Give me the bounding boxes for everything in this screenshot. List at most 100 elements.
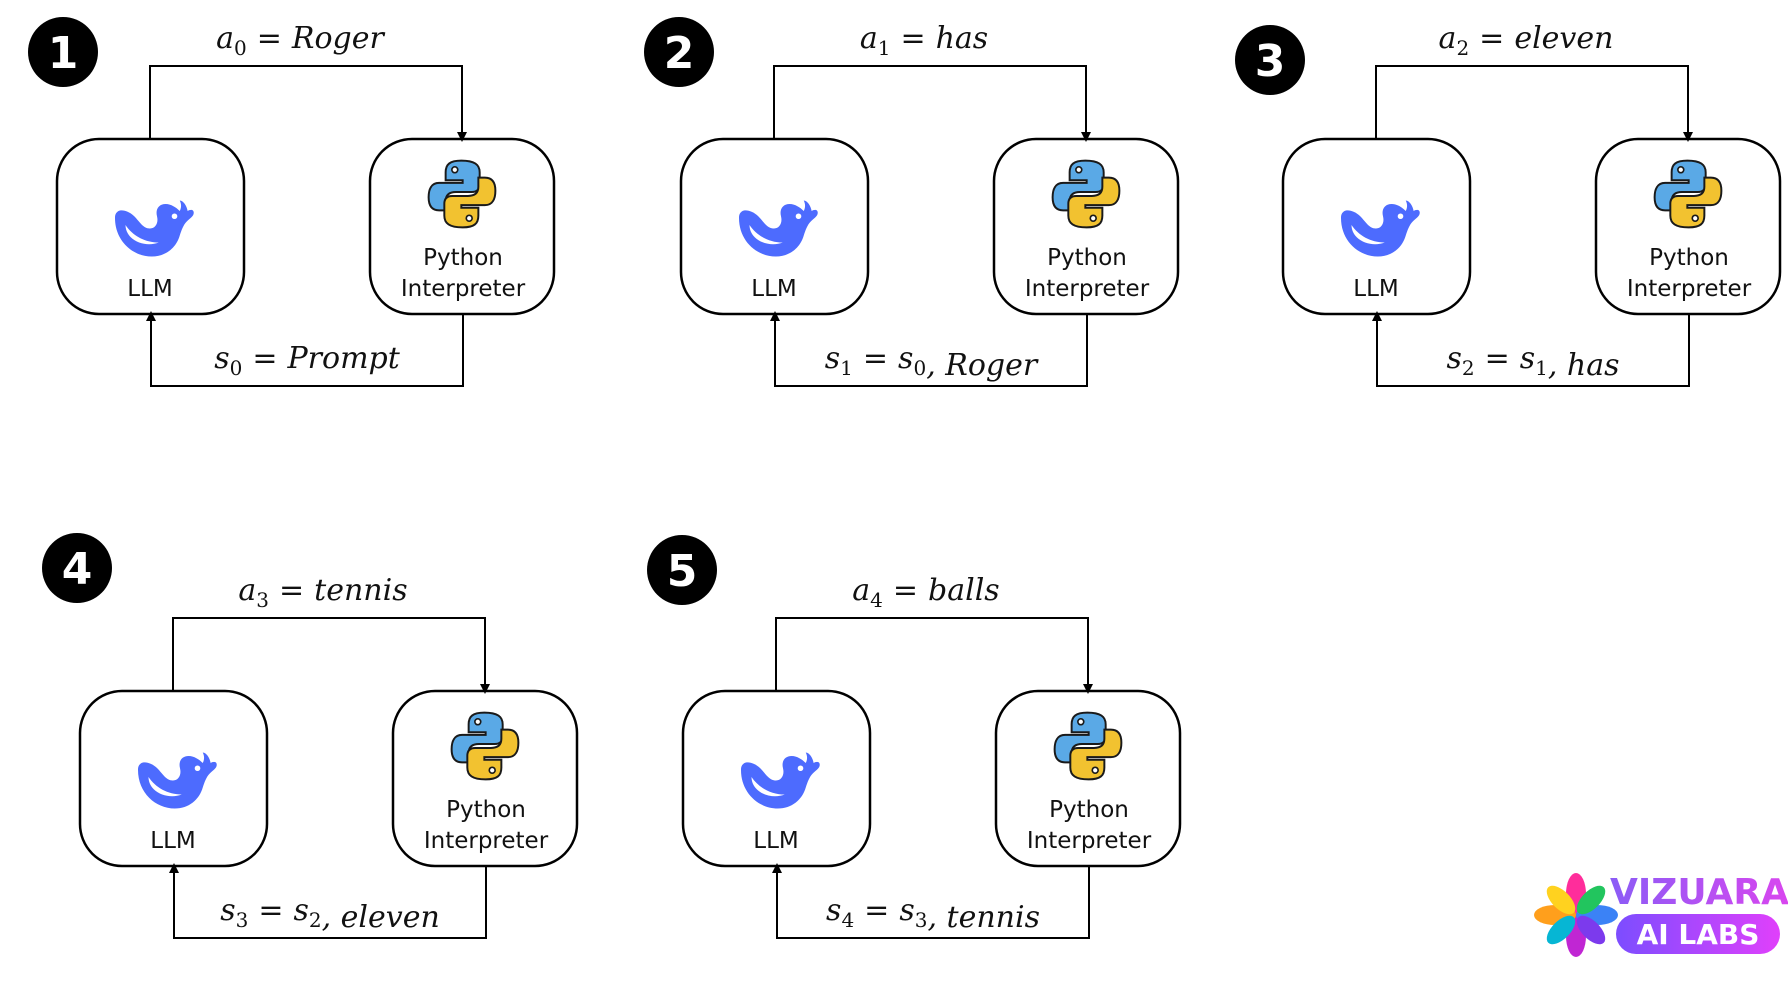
action-subscript: 0 — [234, 36, 247, 60]
interpreter-label-line1: Python — [1049, 797, 1129, 823]
state-equation: s0 = Prompt — [214, 341, 401, 380]
action-rhs-term: tennis — [314, 573, 407, 608]
pinwheel-logo-icon — [1534, 873, 1618, 957]
action-equation: a0 = Roger — [216, 21, 385, 60]
interpreter-label-line2: Interpreter — [424, 828, 549, 854]
action-var: a — [860, 21, 878, 56]
interpreter-label-line1: Python — [1047, 245, 1127, 271]
action-equation: a4=balls — [852, 573, 999, 612]
state-equation: s2=s1, has — [1446, 341, 1619, 383]
action-var: a — [1439, 21, 1457, 56]
state-equals: = — [252, 341, 277, 376]
state-equals: = — [863, 341, 888, 376]
action-rhs-term: balls — [928, 573, 1000, 608]
action-subscript: 4 — [870, 588, 883, 612]
llm-label: LLM — [1353, 276, 1398, 302]
action-subscript: 1 — [878, 36, 891, 60]
state-rhs-term: Prompt — [286, 341, 400, 376]
state-equation: s3=s2, eleven — [220, 893, 440, 935]
action-var: a — [238, 573, 256, 608]
action-rhs-term: Roger — [291, 21, 386, 56]
state-rhs-term: s — [293, 893, 308, 928]
interpreter-label-line1: Python — [446, 797, 526, 823]
llm-label: LLM — [751, 276, 796, 302]
llm-box: LLM — [1281, 137, 1472, 316]
action-equals: = — [279, 573, 304, 608]
step-badge: 4 — [42, 533, 112, 603]
llm-box: LLM — [55, 137, 246, 316]
state-arrow — [169, 863, 487, 939]
action-arrow — [172, 617, 490, 694]
state-equals: = — [864, 893, 889, 928]
step-badge: 3 — [1235, 25, 1305, 95]
state-equation: s4=s3, tennis — [826, 893, 1040, 935]
state-subscript: 1 — [840, 356, 853, 380]
action-subscript: 2 — [1456, 36, 1469, 60]
interpreter-label-line2: Interpreter — [1027, 828, 1152, 854]
llm-box: LLM — [78, 689, 269, 868]
llm-box: LLM — [681, 689, 872, 868]
state-rhs-term: s — [898, 341, 913, 376]
action-arrow — [773, 65, 1091, 142]
state-rhs-subscript: 2 — [309, 908, 322, 932]
action-var: a — [852, 573, 870, 608]
state-equals: = — [258, 893, 283, 928]
state-var: s — [214, 341, 229, 376]
action-equals: = — [900, 21, 925, 56]
state-arrow — [146, 311, 464, 387]
action-arrow — [149, 65, 467, 142]
state-subscript: 0 — [230, 356, 243, 380]
interpreter-label-line2: Interpreter — [401, 276, 526, 302]
brand-name-line1: VIZUARA — [1610, 872, 1788, 913]
interpreter-label-line1: Python — [1649, 245, 1729, 271]
state-rhs-subscript: 1 — [1535, 356, 1548, 380]
state-var: s — [220, 893, 235, 928]
state-equals: = — [1485, 341, 1510, 376]
step-badge: 1 — [28, 17, 98, 87]
interpreter-label-line1: Python — [423, 245, 503, 271]
step-badge: 2 — [644, 17, 714, 87]
action-equals: = — [257, 21, 282, 56]
state-rhs-term: , eleven — [322, 900, 440, 935]
state-rhs-term: s — [899, 893, 914, 928]
state-subscript: 2 — [1462, 356, 1475, 380]
brand-badge — [1616, 914, 1780, 954]
interpreter-label-line2: Interpreter — [1025, 276, 1150, 302]
action-equation: a2=eleven — [1439, 21, 1614, 60]
state-arrow — [1372, 311, 1690, 387]
state-equation: s1=s0, Roger — [825, 341, 1039, 383]
brand-name-line2: AI LABS — [1637, 918, 1760, 951]
interpreter-label-line2: Interpreter — [1627, 276, 1752, 302]
state-rhs-subscript: 3 — [915, 908, 928, 932]
state-rhs-term: , tennis — [927, 900, 1040, 935]
action-rhs-term: has — [936, 21, 989, 56]
step-number: 5 — [667, 546, 698, 597]
step-number: 4 — [62, 544, 93, 595]
step-number: 1 — [48, 28, 79, 79]
action-equation: a1 = has — [860, 21, 988, 60]
state-subscript: 3 — [236, 908, 249, 932]
action-var: a — [216, 21, 234, 56]
step-number: 3 — [1255, 36, 1286, 87]
state-var: s — [826, 893, 841, 928]
panels-group: LLMPythonInterpretera0=Rogers0=Prompt1LL… — [28, 17, 1782, 939]
state-arrow — [770, 311, 1088, 387]
llm-label: LLM — [753, 828, 798, 854]
state-rhs-term: , Roger — [926, 348, 1039, 383]
step-number: 2 — [664, 28, 695, 79]
action-rhs-term: eleven — [1514, 21, 1613, 56]
action-subscript: 3 — [256, 588, 269, 612]
state-var: s — [1446, 341, 1461, 376]
state-rhs-term: , has — [1548, 348, 1620, 383]
llm-label: LLM — [150, 828, 195, 854]
